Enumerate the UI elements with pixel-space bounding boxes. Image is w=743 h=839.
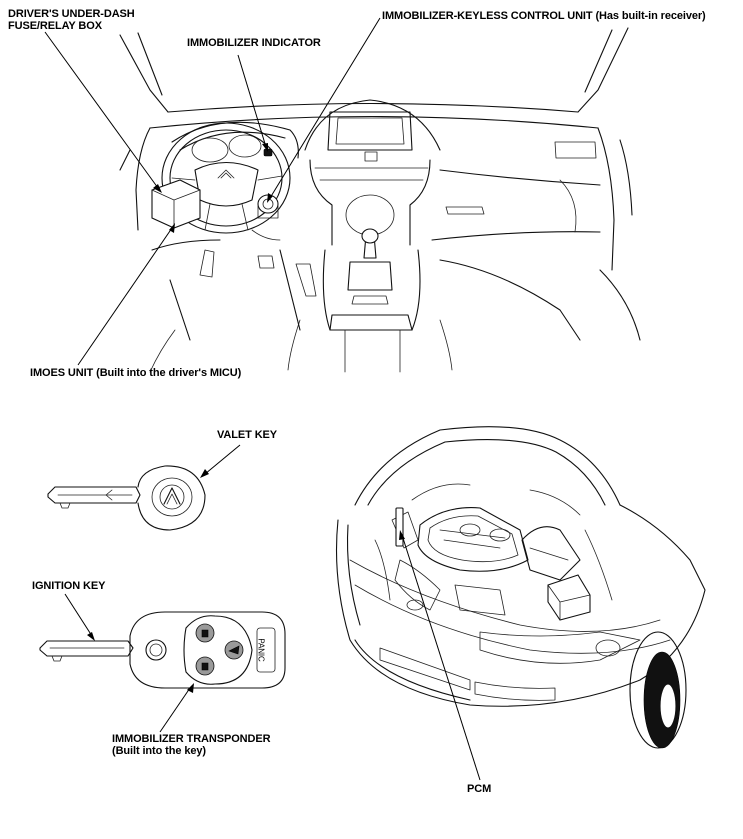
- pcm-label: PCM: [467, 783, 492, 795]
- imoes-label: IMOES UNIT (Built into the driver's MICU…: [30, 367, 242, 379]
- pcm-leader: [399, 530, 481, 781]
- transponder-label-line1: IMMOBILIZER TRANSPONDER: [112, 733, 271, 745]
- valet-key-leader: [200, 444, 241, 478]
- ignition-key-drawing: [39, 611, 286, 689]
- control-unit-label: IMMOBILIZER-KEYLESS CONTROL UNIT (Has bu…: [382, 10, 706, 22]
- valet-key-drawing: [47, 465, 206, 531]
- ignition-key-leader: [64, 593, 194, 733]
- fuse-box-label-line1: DRIVER'S UNDER-DASH: [8, 8, 135, 20]
- interior-leaders: [44, 17, 381, 366]
- panic-label: PANIC: [256, 638, 266, 662]
- valet-key-label: VALET KEY: [217, 429, 278, 441]
- transponder-label-line2: (Built into the key): [112, 745, 206, 757]
- indicator-label: IMMOBILIZER INDICATOR: [187, 37, 321, 49]
- engine-bay-drawing: [335, 426, 706, 749]
- interior-drawing: [119, 27, 641, 373]
- fuse-box-label-line2: FUSE/RELAY BOX: [8, 20, 102, 32]
- ignition-key-label: IGNITION KEY: [32, 580, 106, 592]
